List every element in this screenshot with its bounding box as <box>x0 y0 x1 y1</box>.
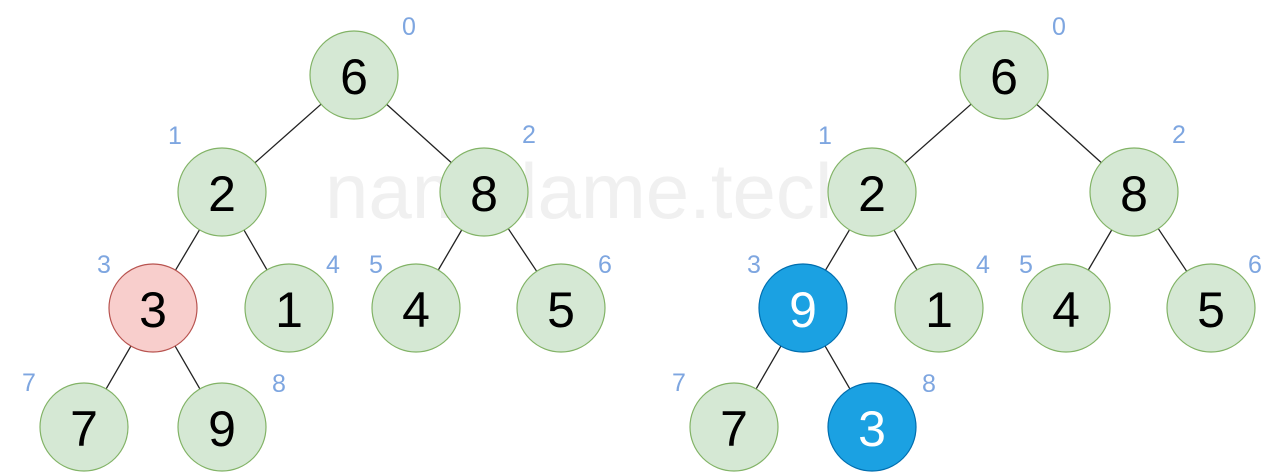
tree-before-node-4: 14 <box>244 251 340 353</box>
node-value: 6 <box>990 49 1018 105</box>
tree-after-node-0: 60 <box>959 13 1066 120</box>
node-circle <box>827 147 917 237</box>
node-circle <box>516 263 606 353</box>
node-index-label: 1 <box>168 122 182 150</box>
tree-before-edge-1-4 <box>243 229 268 271</box>
node-circle <box>1166 263 1256 353</box>
tree-after-edge-3-7 <box>755 345 782 390</box>
node-value: 6 <box>340 49 368 105</box>
tree-after-edge-1-3 <box>824 229 851 271</box>
node-value: 8 <box>1120 166 1148 222</box>
tree-before-node-5: 45 <box>369 251 461 353</box>
tree-after-edge-2-5 <box>1087 229 1113 271</box>
node-value: 1 <box>925 282 953 338</box>
node-value: 9 <box>208 401 236 457</box>
tree-after-node-4: 14 <box>894 251 990 353</box>
tree-before-edge-3-7 <box>105 345 132 390</box>
node-circle <box>371 263 461 353</box>
tree-after-node-3: 93 <box>747 251 848 353</box>
node-circle <box>177 382 267 472</box>
node-index-label: 3 <box>747 251 761 279</box>
node-index-label: 5 <box>369 251 383 279</box>
node-index-label: 2 <box>1172 121 1186 149</box>
tree-before-node-6: 56 <box>516 251 612 353</box>
tree-before-edge-0-2 <box>386 103 452 164</box>
node-value: 2 <box>208 166 236 222</box>
node-value: 2 <box>858 166 886 222</box>
node-circle <box>244 263 334 353</box>
node-circle <box>39 382 129 472</box>
node-circle <box>689 382 779 472</box>
node-index-label: 6 <box>598 251 612 279</box>
tree-before-node-3: 33 <box>97 251 198 353</box>
node-index-label: 8 <box>272 370 286 398</box>
tree-before-edge-2-6 <box>507 228 538 272</box>
tree-after-edge-0-1 <box>904 103 972 164</box>
node-value: 8 <box>470 166 498 222</box>
node-circle <box>177 147 267 237</box>
tree-after-node-7: 77 <box>672 369 779 472</box>
tree-before-node-1: 21 <box>168 122 267 237</box>
tree-before-edge-2-5 <box>437 229 463 271</box>
node-circle <box>827 382 917 472</box>
tree-before-edge-3-8 <box>174 345 201 390</box>
node-circle <box>1021 263 1111 353</box>
tree-before-node-0: 60 <box>309 13 416 120</box>
edges-layer <box>105 103 1188 390</box>
watermark: namidame.tech <box>325 147 858 235</box>
node-value: 3 <box>139 282 167 338</box>
node-index-label: 0 <box>402 13 416 41</box>
node-value: 3 <box>858 401 886 457</box>
node-index-label: 1 <box>818 122 832 150</box>
node-value: 7 <box>720 401 748 457</box>
node-circle <box>439 147 529 237</box>
node-value: 9 <box>789 282 817 338</box>
node-value: 1 <box>275 282 303 338</box>
tree-after-node-6: 56 <box>1166 251 1262 353</box>
tree-after-edge-3-8 <box>824 345 851 390</box>
node-value: 7 <box>70 401 98 457</box>
node-circle <box>309 30 399 120</box>
node-value: 5 <box>1197 282 1225 338</box>
node-value: 4 <box>402 282 430 338</box>
tree-after-node-8: 38 <box>827 370 936 472</box>
node-index-label: 6 <box>1248 251 1262 279</box>
node-circle <box>108 263 198 353</box>
tree-after-node-5: 45 <box>1019 251 1111 353</box>
node-circle <box>758 263 848 353</box>
tree-before-node-7: 77 <box>22 369 129 472</box>
tree-before-node-2: 82 <box>439 121 536 237</box>
tree-before-edge-1-3 <box>174 229 201 271</box>
node-index-label: 0 <box>1052 13 1066 41</box>
node-index-label: 7 <box>672 369 686 397</box>
node-index-label: 5 <box>1019 251 1033 279</box>
node-circle <box>959 30 1049 120</box>
node-circle <box>894 263 984 353</box>
tree-before-edge-0-1 <box>254 103 322 164</box>
tree-after-edge-0-2 <box>1036 103 1102 164</box>
node-value: 4 <box>1052 282 1080 338</box>
tree-after-edge-2-6 <box>1157 228 1188 272</box>
tree-after-node-1: 21 <box>818 122 917 237</box>
node-index-label: 4 <box>326 251 340 279</box>
node-index-label: 2 <box>522 121 536 149</box>
node-index-label: 4 <box>976 251 990 279</box>
node-index-label: 7 <box>22 369 36 397</box>
node-index-label: 3 <box>97 251 111 279</box>
tree-after-node-2: 82 <box>1089 121 1186 237</box>
node-index-label: 8 <box>922 370 936 398</box>
node-value: 5 <box>547 282 575 338</box>
node-circle <box>1089 147 1179 237</box>
tree-after-edge-1-4 <box>893 229 918 271</box>
tree-before-node-8: 98 <box>177 370 286 472</box>
